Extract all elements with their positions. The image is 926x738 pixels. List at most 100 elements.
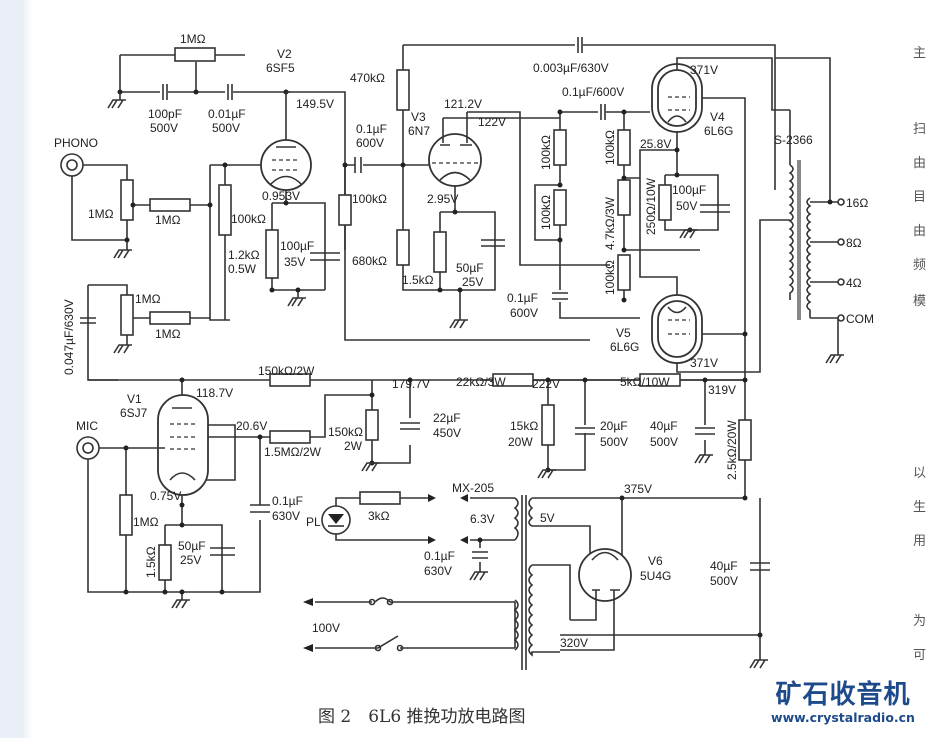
v5-type: 6L6G — [610, 340, 639, 354]
output-transformer: S-2366 16Ω 8Ω 4Ω COM — [774, 57, 874, 364]
resistor-100k-4 — [617, 254, 631, 291]
label-r-v1-k: 1.5kΩ — [144, 546, 158, 578]
label-r150k: 150kΩ — [328, 425, 363, 439]
feedback-network: 1MΩ 100pF 500V 0.01µF 500V — [107, 32, 290, 135]
side-char: 以 — [913, 466, 926, 481]
side-char: 可 — [913, 648, 926, 663]
pilot-lamp-label: PL — [306, 515, 321, 529]
label-r-v3-grid: 100kΩ — [352, 192, 387, 206]
mic-jack-icon — [76, 436, 100, 460]
ground-icon — [679, 229, 698, 239]
pot-mic — [120, 294, 134, 336]
v4-type: 6L6G — [704, 124, 733, 138]
label-c-v3-k: 50µF — [456, 261, 484, 275]
label-c-coup: 0.1µF — [356, 122, 387, 136]
label-r100k-3: 100kΩ — [603, 130, 617, 165]
resistor-2.5k — [738, 419, 752, 461]
tube-v6 — [578, 548, 632, 602]
tube-v2 — [260, 139, 312, 191]
hv-secondary-voltage: 320V — [560, 636, 588, 650]
label-c20: 20µF — [600, 419, 628, 433]
power-transformer-label: MX-205 — [452, 481, 494, 495]
transformer-core — [797, 160, 801, 320]
ground-icon — [113, 249, 132, 259]
v3-cathode-voltage: 2.95V — [427, 192, 458, 206]
label-c-heat-v: 630V — [424, 564, 452, 578]
resistor-v2-grid — [218, 184, 232, 236]
label-r15k: 15kΩ — [510, 419, 538, 433]
ground-icon — [449, 319, 468, 329]
label-c100p: 100pF — [148, 107, 182, 121]
terminal-16-icon — [837, 198, 845, 206]
b2-voltage: 222V — [532, 377, 560, 391]
resistor-mic — [149, 311, 191, 325]
v1-stage: 150kΩ/2W V1 6SJ7 118.7V 20.6V 1.5MΩ/2W M… — [76, 364, 745, 609]
label-c-v1-k: 50µF — [178, 539, 206, 553]
v3-type: 6N7 — [408, 124, 430, 138]
side-char: 由 — [913, 156, 926, 171]
phono-input: PHONO 1MΩ 1MΩ — [54, 136, 213, 259]
v3-plate2-voltage: 122V — [478, 115, 506, 129]
v4-cathode-voltage: 25.8V — [640, 137, 671, 151]
label-r47k: 4.7kΩ/3W — [603, 196, 617, 250]
label-c100p-v: 500V — [150, 121, 178, 135]
resistor-phono — [149, 198, 191, 212]
power-switch-icon — [374, 644, 382, 652]
label-r150k-2w: 150kΩ/2W — [258, 364, 315, 378]
ground-icon — [537, 469, 556, 479]
resistor-v2-cathode — [265, 229, 279, 279]
ground-icon — [825, 354, 844, 364]
resistor-v3-cathode — [433, 231, 447, 273]
side-char: 用 — [913, 534, 926, 549]
resistor-15k — [541, 404, 555, 446]
side-char: 扫 — [913, 122, 926, 137]
output-4-label: 4Ω — [846, 276, 862, 290]
page-margin — [0, 0, 32, 738]
label-r100k-2: 100kΩ — [539, 195, 553, 230]
label-c-v1-s-v: 630V — [272, 509, 300, 523]
resistor-v3-grid — [338, 194, 352, 226]
output-com-label: COM — [846, 312, 874, 326]
label-pot-mic: 1MΩ — [135, 292, 161, 306]
label-r3k: 3kΩ — [368, 509, 390, 523]
resistor-5k — [639, 373, 681, 387]
side-char: 由 — [913, 224, 926, 239]
resistor-v1-cathode — [158, 544, 172, 581]
side-char: 模 — [913, 294, 926, 309]
side-char: 目 — [913, 190, 926, 205]
label-r150k-w: 2W — [344, 439, 363, 453]
ground-icon — [171, 599, 190, 609]
mic-volume: 0.047µF/630V 1MΩ 1MΩ — [62, 284, 210, 381]
output-16-label: 16Ω — [846, 196, 868, 210]
label-r-v3-k: 1.5kΩ — [402, 273, 434, 287]
label-r25k: 2.5kΩ/20W — [725, 420, 739, 480]
mic-label: MIC — [76, 419, 98, 433]
ground-icon — [113, 344, 132, 354]
resistor-150k — [365, 409, 379, 441]
pot-phono — [120, 179, 134, 221]
label-r-v2-grid: 100kΩ — [231, 212, 266, 226]
label-c01b: 0.1µF — [507, 291, 538, 305]
resistor-v1-grid — [119, 494, 133, 536]
v4-plate-voltage: 371V — [690, 63, 718, 77]
label-r250: 250Ω/10W — [644, 177, 658, 235]
power-filter: 179.7V 22kΩ/3W 222V 5kΩ/10W 319V 150kΩ 2… — [328, 373, 752, 498]
ground-icon — [287, 297, 306, 307]
v3-label: V3 — [411, 110, 426, 124]
side-text-column: 主 扫 由 目 由 频 模 以 生 用 为 可 — [905, 0, 926, 738]
label-c40a: 40µF — [650, 419, 678, 433]
v4-label: V4 — [710, 110, 725, 124]
label-c01b-v: 600V — [510, 306, 538, 320]
label-r-v2-k-w: 0.5W — [228, 262, 257, 276]
v5-plate-voltage: 371V — [690, 356, 718, 370]
v1-screen-voltage: 20.6V — [236, 419, 267, 433]
b1-voltage: 179.7V — [392, 377, 430, 391]
side-char: 频 — [913, 258, 926, 273]
label-c-v1-s: 0.1µF — [272, 494, 303, 508]
v1-cathode-voltage: 0.75V — [150, 489, 181, 503]
resistor-150k-2w — [269, 373, 311, 387]
label-r-fb: 1MΩ — [180, 32, 206, 46]
label-c40b: 40µF — [710, 559, 738, 573]
label-c-v4-k: 100µF — [672, 183, 706, 197]
label-r100k-4: 100kΩ — [603, 260, 617, 295]
